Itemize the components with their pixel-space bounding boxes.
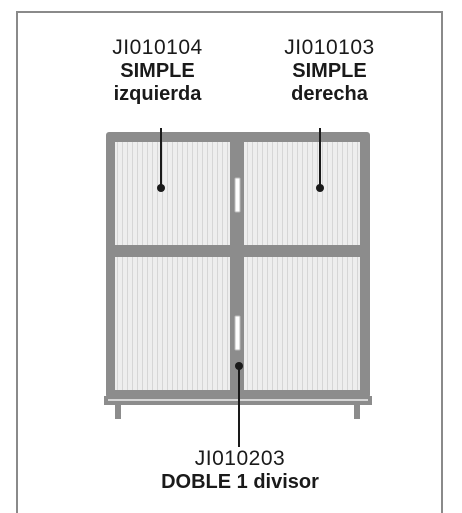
door-bottom-right — [244, 257, 360, 390]
label-left-side: izquierda — [113, 83, 202, 106]
label-left-door: JI010104 SIMPLE izquierda — [90, 36, 225, 106]
door-top-left — [115, 142, 230, 245]
label-left-code: JI010104 — [112, 36, 203, 59]
leg-right — [354, 405, 360, 419]
label-right-door: JI010103 SIMPLE derecha — [262, 36, 397, 106]
label-right-type: SIMPLE — [292, 60, 367, 83]
label-bottom-door: JI010203 DOBLE 1 divisor — [130, 447, 350, 494]
label-right-code: JI010103 — [284, 36, 375, 59]
door-top-right — [244, 142, 360, 245]
label-bottom-code: JI010203 — [194, 447, 286, 470]
label-right-side: derecha — [291, 83, 368, 106]
label-left-type: SIMPLE — [120, 60, 195, 83]
handle-top — [234, 177, 241, 213]
callout-dot-right — [316, 184, 324, 192]
callout-dot-bottom — [235, 362, 243, 370]
label-bottom-type: DOBLE 1 divisor — [161, 471, 319, 494]
door-bottom-left — [115, 257, 230, 390]
callout-dot-left — [157, 184, 165, 192]
leg-left — [115, 405, 121, 419]
handle-bottom — [234, 315, 241, 351]
